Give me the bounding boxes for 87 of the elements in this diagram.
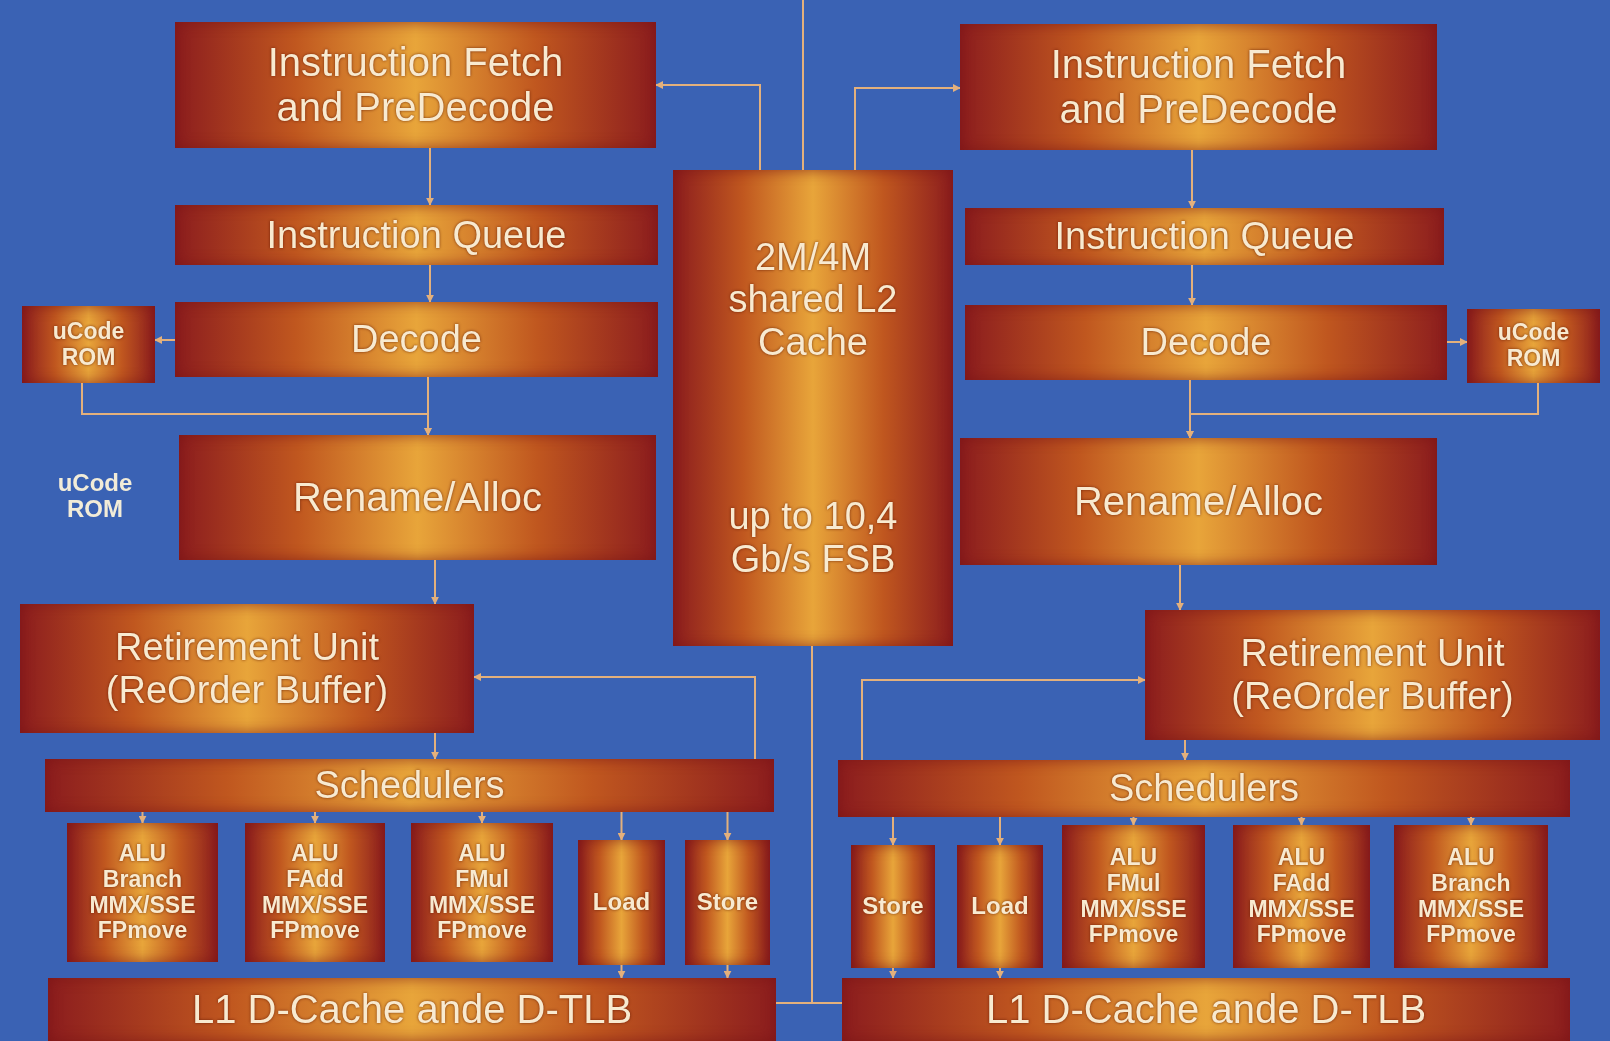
arrow — [154, 336, 176, 344]
arrow — [478, 811, 486, 824]
cache-bar — [842, 978, 1570, 1041]
block-label: Instruction Fetch and PreDecode — [266, 40, 565, 130]
cache-block — [673, 170, 953, 646]
block-label: Schedulers — [1107, 767, 1301, 810]
process-box — [20, 604, 474, 733]
process-box — [965, 305, 1447, 380]
arrow — [1129, 816, 1138, 826]
block-label: uCode ROM — [52, 318, 125, 371]
unit-box — [578, 840, 665, 965]
block-label: Retirement Unit (ReOrder Buffer) — [104, 625, 390, 712]
arrow — [996, 967, 1004, 979]
block-label: Schedulers — [313, 764, 506, 807]
scheduler-bar — [45, 759, 774, 812]
unit-box — [67, 823, 218, 962]
process-box — [960, 24, 1437, 150]
block-label: Decode — [350, 318, 483, 361]
process-box — [175, 302, 658, 377]
block-label: Decode — [1139, 321, 1273, 364]
arrow — [617, 811, 626, 841]
arrow — [473, 673, 756, 760]
unit-box — [685, 840, 770, 965]
arrow — [1446, 338, 1468, 346]
scheduler-bar — [838, 760, 1570, 817]
block-label: Store — [696, 889, 759, 916]
block-label: L1 D-Cache ande D-TLB — [190, 987, 634, 1032]
block-label: ALU FMul MMX/SSE FPmove — [1080, 845, 1187, 948]
block-label: ALU FMul MMX/SSE FPmove — [428, 841, 536, 944]
block-label: Load — [592, 889, 651, 916]
block-label: Rename/Alloc — [292, 475, 543, 520]
arrow — [723, 811, 732, 841]
block-label: Instruction Fetch and PreDecode — [1049, 42, 1348, 132]
arrow — [1188, 264, 1196, 306]
block-label: Retirement Unit (ReOrder Buffer) — [1230, 632, 1515, 718]
process-box — [1145, 610, 1600, 740]
cache-bar — [48, 978, 776, 1041]
arrow — [311, 811, 319, 824]
arrow — [1188, 149, 1196, 209]
block-label: ALU Branch MMX/SSE FPmove — [1417, 845, 1525, 948]
arrow — [1467, 816, 1475, 826]
arrow — [1186, 382, 1539, 439]
rom-box — [22, 306, 155, 383]
connector-line — [802, 0, 804, 171]
block-label: up to 10,4 Gb/s FSB — [727, 494, 899, 582]
process-box — [175, 205, 658, 265]
process-box — [179, 435, 656, 560]
arrow — [655, 81, 761, 171]
process-box — [175, 22, 656, 148]
block-label: L1 D-Cache ande D-TLB — [984, 987, 1428, 1032]
block-label: 2M/4M shared L2 Cache — [727, 234, 899, 365]
process-box — [965, 208, 1444, 265]
arrow — [1176, 564, 1184, 611]
arrow — [138, 811, 147, 824]
unit-box — [411, 823, 553, 962]
arrow — [81, 382, 432, 436]
block-label: uCode ROM — [1497, 320, 1570, 372]
block-label: Instruction Queue — [1053, 215, 1356, 258]
block-label: Load — [971, 893, 1029, 920]
block-label: ALU FAdd MMX/SSE FPmove — [1248, 845, 1355, 948]
unit-box — [1233, 825, 1370, 968]
unit-box — [245, 823, 385, 962]
arrow — [723, 964, 732, 979]
block-label: Rename/Alloc — [1073, 479, 1324, 524]
block-label: Store — [862, 893, 924, 920]
arrow — [861, 676, 1146, 761]
arrow — [431, 559, 439, 605]
unit-box — [957, 845, 1043, 968]
arrow — [1297, 816, 1306, 826]
arrow — [854, 84, 961, 171]
block-label: Instruction Queue — [265, 213, 568, 257]
arrow — [426, 147, 434, 206]
unit-box — [1394, 825, 1548, 968]
arrow — [889, 816, 897, 846]
process-box — [960, 438, 1437, 565]
block-label: ALU FAdd MMX/SSE FPmove — [261, 841, 369, 944]
unit-box — [1062, 825, 1205, 968]
rom-box — [1467, 309, 1600, 383]
rom-label: uCode ROM — [56, 470, 134, 523]
arrow — [996, 816, 1004, 846]
unit-box — [851, 845, 935, 968]
arrow — [426, 264, 434, 303]
arrow — [889, 967, 897, 979]
arrow — [1181, 739, 1189, 761]
block-label: ALU Branch MMX/SSE FPmove — [89, 841, 196, 944]
arrow — [431, 732, 439, 760]
arrow — [617, 964, 626, 979]
